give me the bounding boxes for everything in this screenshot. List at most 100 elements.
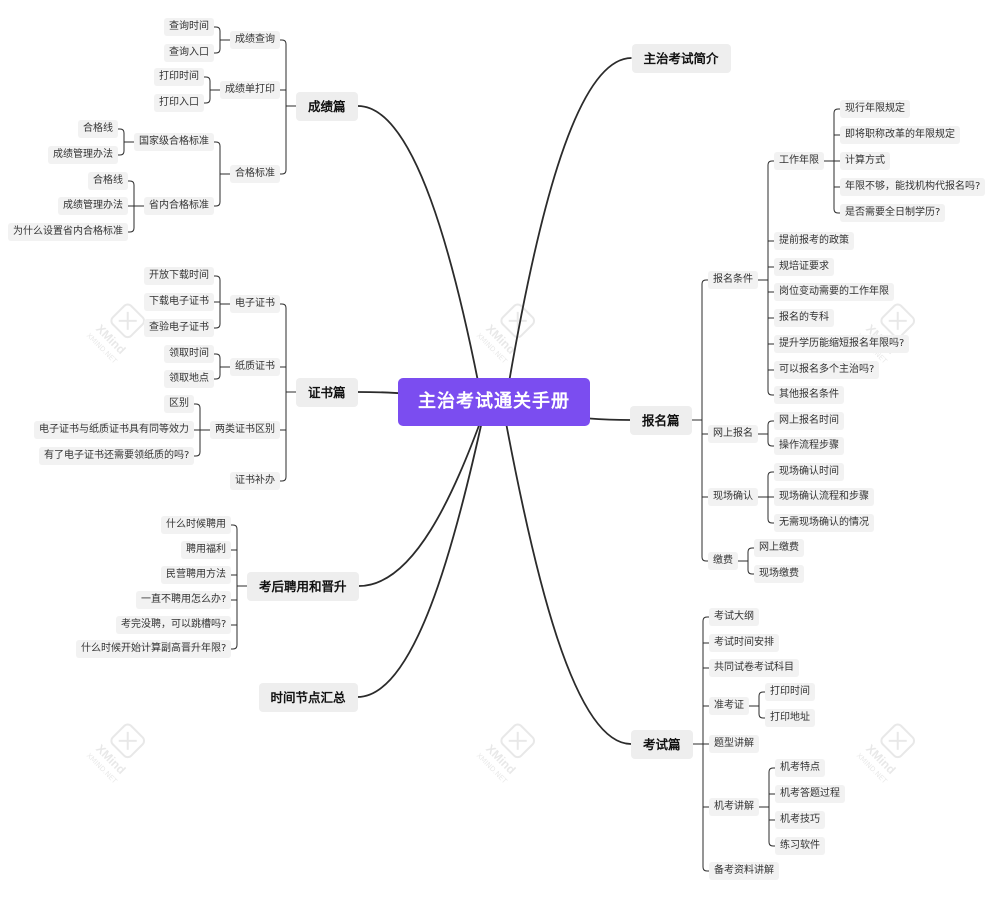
subtopic-zhengshu-1-1[interactable]: 领取地点 bbox=[164, 370, 214, 388]
branch-kaoshi[interactable]: 考试篇 bbox=[631, 729, 693, 759]
subtopic-chengji-0-1[interactable]: 查询入口 bbox=[164, 44, 214, 62]
subtopic-baoming-0-5[interactable]: 提升学历能缩短报名年限吗? bbox=[774, 335, 910, 353]
connector-line bbox=[214, 141, 221, 147]
topic-baoming-3[interactable]: 缴费 bbox=[708, 552, 738, 570]
connector-line bbox=[357, 411, 485, 698]
branch-zhengshu[interactable]: 证书篇 bbox=[296, 377, 358, 407]
connector-line bbox=[128, 180, 135, 186]
subtopic-baoming-2-1[interactable]: 现场确认流程和步骤 bbox=[774, 488, 874, 506]
connector-line bbox=[702, 866, 709, 872]
subtopic-zhengshu-2-1[interactable]: 电子证书与纸质证书具有同等效力 bbox=[34, 421, 194, 439]
connector-line bbox=[214, 353, 221, 359]
subtopic-kaoshi-3-0[interactable]: 打印时间 bbox=[765, 683, 815, 701]
central-topic[interactable]: 主治考试通关手册 bbox=[398, 378, 590, 426]
topic-pinyong-1[interactable]: 聘用福利 bbox=[181, 541, 231, 559]
leaf-baoming-0-0-3[interactable]: 年限不够，能找机构代报名吗? bbox=[840, 178, 986, 196]
connector-line bbox=[214, 48, 221, 54]
leaf-chengji-2-1-2[interactable]: 为什么设置省内合格标准 bbox=[8, 223, 128, 241]
leaf-baoming-0-0-0[interactable]: 现行年限规定 bbox=[840, 100, 910, 118]
subtopic-kaoshi-5-2[interactable]: 机考技巧 bbox=[775, 811, 825, 829]
subtopic-chengji-2-1[interactable]: 省内合格标准 bbox=[144, 197, 214, 215]
subtopic-chengji-2-0[interactable]: 国家级合格标准 bbox=[134, 133, 214, 151]
subtopic-zhengshu-0-2[interactable]: 查验电子证书 bbox=[144, 319, 214, 337]
subtopic-baoming-1-0[interactable]: 网上报名时间 bbox=[774, 412, 844, 430]
subtopic-zhengshu-1-0[interactable]: 领取时间 bbox=[164, 345, 214, 363]
subtopic-chengji-1-0[interactable]: 打印时间 bbox=[154, 68, 204, 86]
topic-baoming-1[interactable]: 网上报名 bbox=[708, 425, 758, 443]
subtopic-baoming-0-6[interactable]: 可以报名多个主治吗? bbox=[774, 361, 880, 379]
subtopic-kaoshi-5-1[interactable]: 机考答题过程 bbox=[775, 785, 845, 803]
branch-chengji[interactable]: 成绩篇 bbox=[296, 91, 358, 121]
connector-line bbox=[747, 569, 754, 575]
leaf-chengji-2-1-1[interactable]: 成绩管理办法 bbox=[58, 197, 128, 215]
subtopic-zhengshu-0-0[interactable]: 开放下载时间 bbox=[144, 267, 214, 285]
connector-line bbox=[767, 390, 774, 396]
topic-chengji-0[interactable]: 成绩查询 bbox=[230, 31, 280, 49]
subtopic-baoming-0-4[interactable]: 报名的专科 bbox=[774, 309, 834, 327]
connector-line bbox=[767, 518, 774, 524]
topic-kaoshi-4[interactable]: 题型讲解 bbox=[709, 735, 759, 753]
branch-jianjie[interactable]: 主治考试简介 bbox=[631, 43, 731, 73]
connector-line bbox=[503, 57, 632, 413]
connector-line bbox=[767, 160, 774, 166]
topic-pinyong-4[interactable]: 考完没聘，可以跳槽吗? bbox=[116, 616, 232, 634]
subtopic-baoming-0-0[interactable]: 工作年限 bbox=[774, 152, 824, 170]
subtopic-baoming-0-7[interactable]: 其他报名条件 bbox=[774, 386, 844, 404]
topic-kaoshi-3[interactable]: 准考证 bbox=[709, 697, 749, 715]
topic-chengji-1[interactable]: 成绩单打印 bbox=[220, 81, 280, 99]
subtopic-chengji-0-0[interactable]: 查询时间 bbox=[164, 18, 214, 36]
topic-baoming-0[interactable]: 报名条件 bbox=[708, 271, 758, 289]
subtopic-kaoshi-5-3[interactable]: 练习软件 bbox=[775, 837, 825, 855]
leaf-chengji-2-1-0[interactable]: 合格线 bbox=[88, 172, 128, 190]
connector-line bbox=[118, 150, 125, 156]
leaf-baoming-0-0-1[interactable]: 即将职称改革的年限规定 bbox=[840, 126, 960, 144]
connector-line bbox=[280, 303, 287, 309]
leaf-chengji-2-0-1[interactable]: 成绩管理办法 bbox=[48, 146, 118, 164]
subtopic-baoming-0-1[interactable]: 提前报考的政策 bbox=[774, 232, 854, 250]
topic-kaoshi-1[interactable]: 考试时间安排 bbox=[709, 634, 779, 652]
subtopic-baoming-0-2[interactable]: 规培证要求 bbox=[774, 258, 834, 276]
connector-line bbox=[768, 841, 775, 847]
topic-zhengshu-0[interactable]: 电子证书 bbox=[230, 295, 280, 313]
subtopic-kaoshi-3-1[interactable]: 打印地址 bbox=[765, 709, 815, 727]
subtopic-baoming-3-0[interactable]: 网上缴费 bbox=[754, 539, 804, 557]
branch-shijian[interactable]: 时间节点汇总 bbox=[258, 682, 358, 712]
connector-line bbox=[280, 476, 287, 482]
topic-pinyong-2[interactable]: 民营聘用方法 bbox=[161, 566, 231, 584]
connector-line bbox=[280, 169, 287, 175]
leaf-baoming-0-0-2[interactable]: 计算方式 bbox=[840, 152, 890, 170]
topic-kaoshi-6[interactable]: 备考资料讲解 bbox=[709, 862, 779, 880]
branch-pinyong[interactable]: 考后聘用和晋升 bbox=[247, 571, 359, 601]
subtopic-baoming-0-3[interactable]: 岗位变动需要的工作年限 bbox=[774, 283, 894, 301]
topic-pinyong-5[interactable]: 什么时候开始计算副高晋升年限? bbox=[76, 640, 232, 658]
subtopic-zhengshu-2-0[interactable]: 区别 bbox=[164, 395, 194, 413]
connector-line bbox=[358, 411, 485, 587]
connector-line bbox=[194, 403, 201, 409]
topic-kaoshi-5[interactable]: 机考讲解 bbox=[709, 798, 759, 816]
branch-baoming[interactable]: 报名篇 bbox=[630, 405, 692, 435]
topic-zhengshu-1[interactable]: 纸质证书 bbox=[230, 358, 280, 376]
leaf-baoming-0-0-4[interactable]: 是否需要全日制学历? bbox=[840, 204, 946, 222]
leaf-chengji-2-0-0[interactable]: 合格线 bbox=[78, 120, 118, 138]
topic-kaoshi-0[interactable]: 考试大纲 bbox=[709, 608, 759, 626]
connector-line bbox=[702, 616, 709, 622]
connector-line bbox=[767, 420, 774, 426]
topic-baoming-2[interactable]: 现场确认 bbox=[708, 488, 758, 506]
subtopic-zhengshu-0-1[interactable]: 下载电子证书 bbox=[144, 293, 214, 311]
subtopic-kaoshi-5-0[interactable]: 机考特点 bbox=[775, 759, 825, 777]
topic-chengji-2[interactable]: 合格标准 bbox=[230, 165, 280, 183]
topic-zhengshu-2[interactable]: 两类证书区别 bbox=[210, 421, 280, 439]
subtopic-baoming-2-0[interactable]: 现场确认时间 bbox=[774, 463, 844, 481]
topic-pinyong-3[interactable]: 一直不聘用怎么办? bbox=[136, 591, 232, 609]
subtopic-chengji-1-1[interactable]: 打印入口 bbox=[154, 94, 204, 112]
connector-line bbox=[214, 275, 221, 281]
connector-line bbox=[118, 128, 125, 134]
topic-kaoshi-2[interactable]: 共同试卷考试科目 bbox=[709, 659, 799, 677]
subtopic-baoming-2-2[interactable]: 无需现场确认的情况 bbox=[774, 514, 874, 532]
subtopic-baoming-1-1[interactable]: 操作流程步骤 bbox=[774, 437, 844, 455]
subtopic-zhengshu-2-2[interactable]: 有了电子证书还需要领纸质的吗? bbox=[39, 447, 195, 465]
topic-pinyong-0[interactable]: 什么时候聘用 bbox=[161, 516, 231, 534]
subtopic-baoming-3-1[interactable]: 现场缴费 bbox=[754, 565, 804, 583]
topic-zhengshu-3[interactable]: 证书补办 bbox=[230, 472, 280, 490]
